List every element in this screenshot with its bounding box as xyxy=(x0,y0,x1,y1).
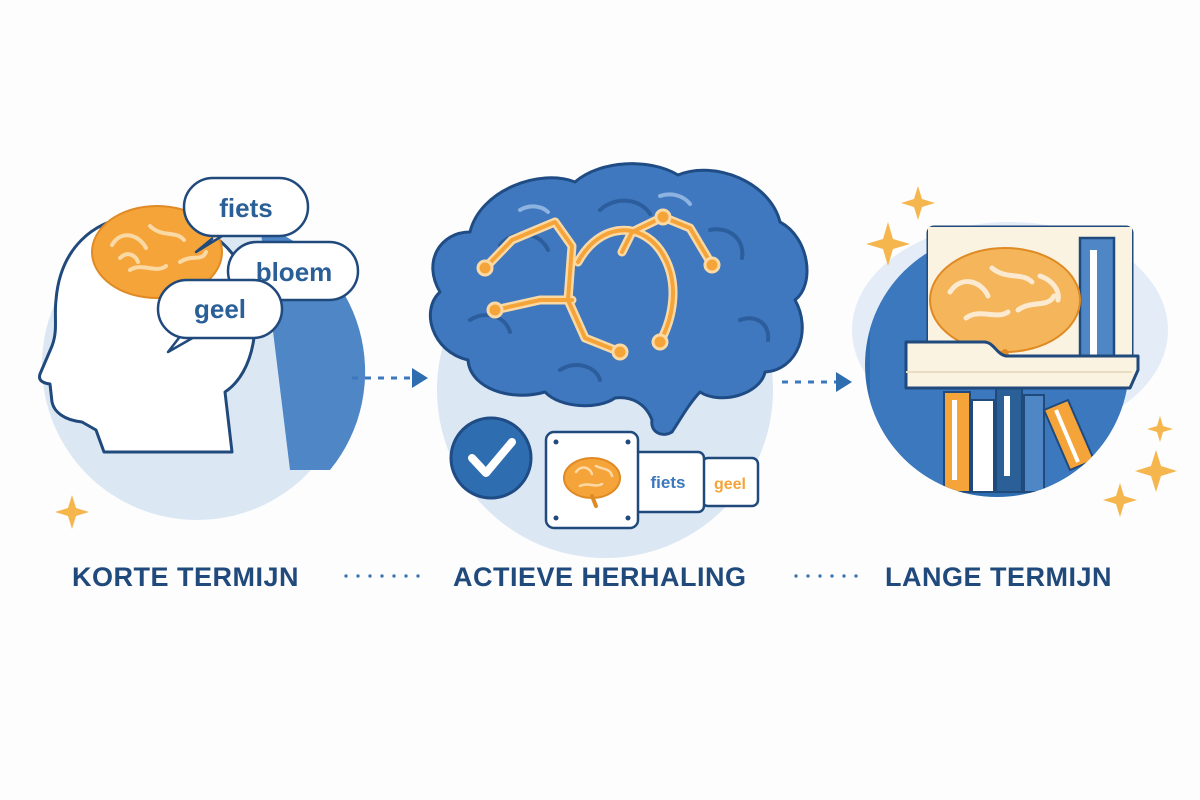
speech-bubble-fiets: fiets xyxy=(182,176,310,254)
bubble-word-bloem: bloem xyxy=(256,257,333,287)
brain-icon xyxy=(929,247,1081,371)
card-word-fiets: fiets xyxy=(651,473,686,492)
arrow-right-icon xyxy=(782,372,852,392)
sparkle-icon xyxy=(901,186,935,220)
sparkle-icon xyxy=(1103,483,1137,517)
stage-label-long-term: LANGE TERMIJN xyxy=(885,562,1113,592)
brain-icon xyxy=(428,162,809,436)
flashcard-fiets: fiets xyxy=(630,450,706,514)
brain-icon xyxy=(91,205,223,299)
shelf-board xyxy=(904,340,1140,390)
sparkle-icon xyxy=(55,495,89,529)
sparkle-icon xyxy=(1147,416,1173,442)
flashcard-icon xyxy=(544,430,640,530)
stage-long-term xyxy=(852,186,1177,517)
flashcard-geel: geel xyxy=(700,456,760,508)
bubble-word-geel: geel xyxy=(194,294,246,324)
label-separator xyxy=(790,574,862,578)
stage-active-recall: geel fiets xyxy=(428,162,809,558)
sparkle-icon xyxy=(1135,450,1177,492)
bookshelf-icon xyxy=(943,387,1096,493)
checkmark-icon xyxy=(449,416,533,500)
stage-label-active-recall: ACTIEVE HERHALING xyxy=(453,562,747,592)
card-word-geel: geel xyxy=(714,476,746,493)
bubble-word-fiets: fiets xyxy=(219,193,272,223)
sparkle-icon xyxy=(866,222,910,266)
arrow-right-icon xyxy=(352,368,428,388)
speech-bubble-geel: geel xyxy=(156,278,284,354)
label-separator xyxy=(340,574,424,578)
stage-short-term: fiets bloem geel xyxy=(38,176,366,529)
stage-label-short-term: KORTE TERMIJN xyxy=(72,562,300,592)
